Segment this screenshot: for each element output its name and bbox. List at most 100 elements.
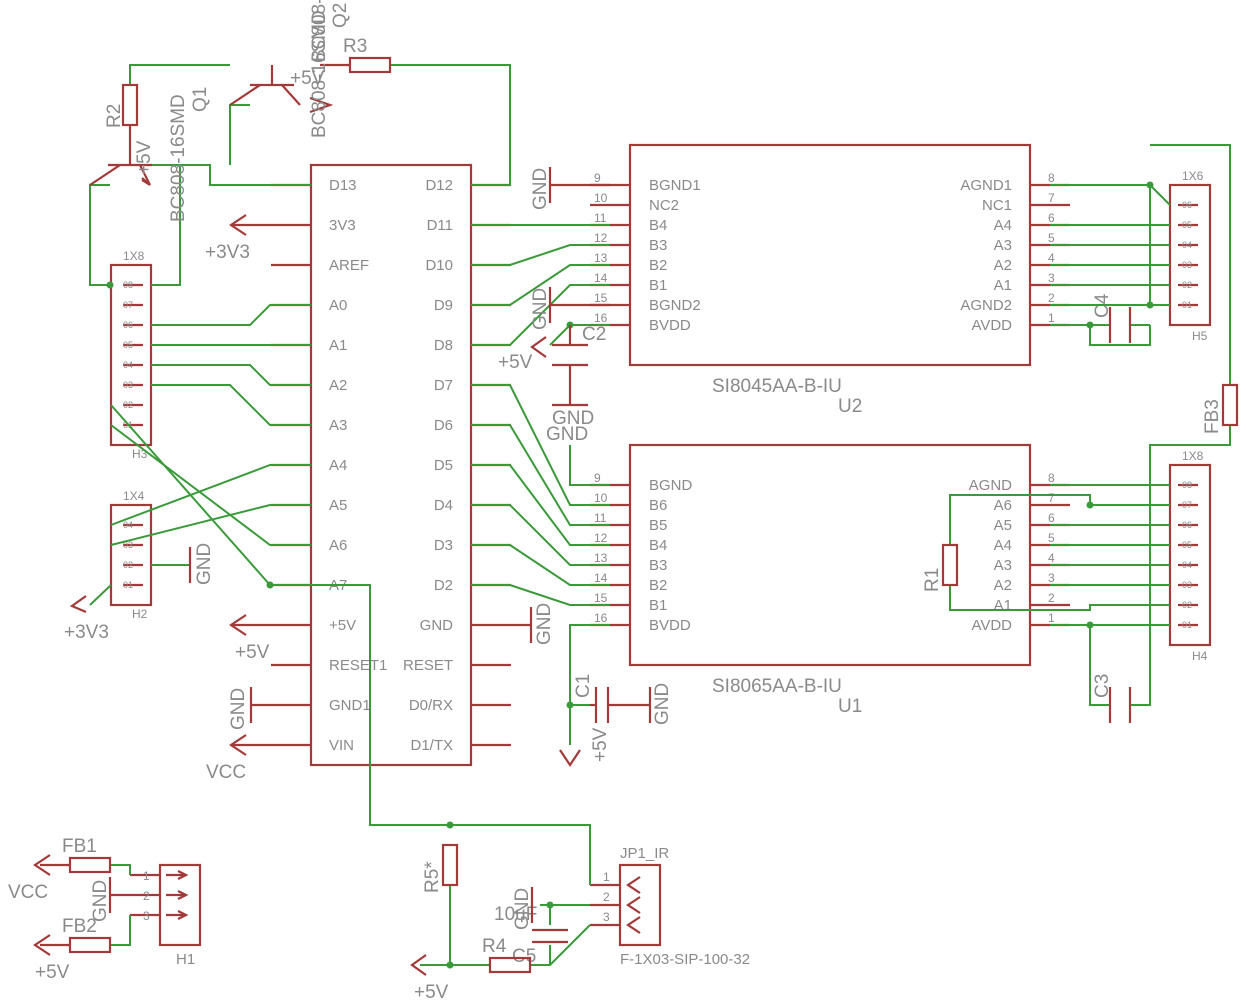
ferrite-fb2: FB2	[33, 916, 112, 956]
r5-label: R5*	[422, 861, 443, 893]
arduino-pin-d8: D8	[434, 337, 453, 354]
h1-pin-1: 1	[143, 869, 150, 883]
q1-supply: +5V	[134, 140, 155, 175]
u1-pin-b1: B1	[649, 597, 667, 614]
h4-pin-06: 06	[1182, 520, 1192, 530]
arduino-pin-reset1: RESET1	[329, 657, 387, 674]
u1-pin-a4: A4	[994, 537, 1012, 554]
net-5v-ard: +5V	[235, 642, 270, 663]
u2-pin-agnd2: AGND2	[960, 297, 1012, 314]
h4-pin-08: 08	[1182, 480, 1192, 490]
u2-pin-a2: A2	[994, 257, 1012, 274]
u1-pin-num: 12	[594, 531, 608, 545]
arduino-pin-vin: VIN	[329, 737, 354, 754]
u2-pin-num: 8	[1048, 171, 1055, 185]
u2-pin-num: 6	[1048, 211, 1055, 225]
u1-pin-a1: A1	[994, 597, 1012, 614]
h4-pin-04: 04	[1182, 560, 1192, 570]
transistor-q2: BC808-16SMD BC808-16SMD Q2 +5V	[229, 0, 351, 138]
fb1-label: FB1	[62, 836, 97, 857]
net-3v3-h2: +3V3	[64, 622, 109, 643]
net-vcc-ard: VCC	[206, 762, 246, 783]
h1-name: H1	[176, 951, 195, 968]
u1-pin-num: 13	[594, 551, 608, 565]
jp1-value: F-1X03-SIP-100-32	[620, 951, 750, 968]
u1-pin-b2: B2	[649, 577, 667, 594]
h4-pin-01: 01	[1182, 620, 1192, 630]
u2-pin-b1: B1	[649, 277, 667, 294]
u2-pin-a1: A1	[994, 277, 1012, 294]
u1-pin-num: 10	[594, 491, 608, 505]
u2-pin-num: 13	[594, 251, 608, 265]
u1-value: SI8065AA-B-IU	[712, 676, 842, 697]
arduino-pin-d7: D7	[434, 377, 453, 394]
u1-pin-num: 2	[1048, 591, 1055, 605]
u1-pin-num: 16	[594, 611, 608, 625]
u1-pin-a5: A5	[994, 517, 1012, 534]
net-gnd-ir: GND	[512, 888, 533, 930]
u1-name: U1	[838, 696, 862, 717]
h5-pin-05: 05	[1182, 220, 1192, 230]
net-5v-ir: +5V	[414, 982, 449, 1003]
u2-pin-nc2: NC2	[649, 197, 679, 214]
u1-outline	[628, 443, 1032, 667]
u1-pin-b3: B3	[649, 557, 667, 574]
u1-pin-num: 6	[1048, 511, 1055, 525]
u2-pin-avdd: AVDD	[971, 317, 1012, 334]
arduino-pin-d1-tx: D1/TX	[410, 737, 453, 754]
q1-value: BC808-16SMD	[168, 94, 189, 222]
h5-outline	[1168, 183, 1212, 327]
arduino-pin-d12: D12	[425, 177, 453, 194]
u1-pin-a2: A2	[994, 577, 1012, 594]
u2-pin-bgnd1: BGND1	[649, 177, 701, 194]
h2-pin-01: 01	[123, 580, 133, 590]
h4-pin-05: 05	[1182, 540, 1192, 550]
jp1-pin-1: 1	[603, 870, 610, 884]
net-3v3-ard: +3V3	[205, 242, 250, 263]
h5-pin-06: 06	[1182, 200, 1192, 210]
arduino-pin-gnd1: GND1	[329, 697, 371, 714]
ferrite-fb3: FB3	[1202, 383, 1239, 434]
u1-pin-b5: B5	[649, 517, 667, 534]
capacitor-c1: C1	[573, 674, 652, 723]
u1-pin-num: 3	[1048, 571, 1055, 585]
arduino-pin-a6: A6	[329, 537, 347, 554]
h1-outline	[158, 863, 202, 947]
h1-pin-3: 3	[143, 909, 150, 923]
net-5v-h1: +5V	[35, 962, 70, 983]
c5-label: C5	[512, 946, 536, 967]
r3-label: R3	[343, 36, 367, 57]
arduino-pin-d4: D4	[434, 497, 453, 514]
u2-pin-a3: A3	[994, 237, 1012, 254]
h3-pin-03: 03	[123, 380, 133, 390]
h4-pin-02: 02	[1182, 600, 1192, 610]
u2-pin-num: 9	[594, 171, 601, 185]
u1-pin-b4: B4	[649, 537, 667, 554]
ferrite-fb1: FB1	[33, 836, 112, 876]
u2-pin-num: 10	[594, 191, 608, 205]
transistor-q1: BC808-16SMD Q1 +5V	[89, 87, 211, 222]
net-gnd-u2-bgnd2: GND	[530, 288, 551, 330]
arduino-pin-3v3: 3V3	[329, 217, 356, 234]
net-gnd-c1: GND	[652, 683, 673, 725]
wires	[89, 64, 1231, 969]
q2-name: Q2	[330, 3, 351, 28]
u2-pin-num: 7	[1048, 191, 1055, 205]
u2-pin-num: 1	[1048, 311, 1055, 325]
arduino-pin-d3: D3	[434, 537, 453, 554]
u1-pin-num: 7	[1048, 491, 1055, 505]
u1-pin-num: 1	[1048, 611, 1055, 625]
arduino-pin-+5v: +5V	[329, 617, 356, 634]
u1-pin-num: 9	[594, 471, 601, 485]
u2-pin-num: 16	[594, 311, 608, 325]
u1-pin-num: 5	[1048, 531, 1055, 545]
h2-outline	[109, 503, 153, 607]
resistor-r3: R3	[320, 36, 392, 74]
arduino-pin-a2: A2	[329, 377, 347, 394]
resistor-r5: R5*	[422, 843, 459, 893]
h3-pin-08: 08	[123, 280, 133, 290]
